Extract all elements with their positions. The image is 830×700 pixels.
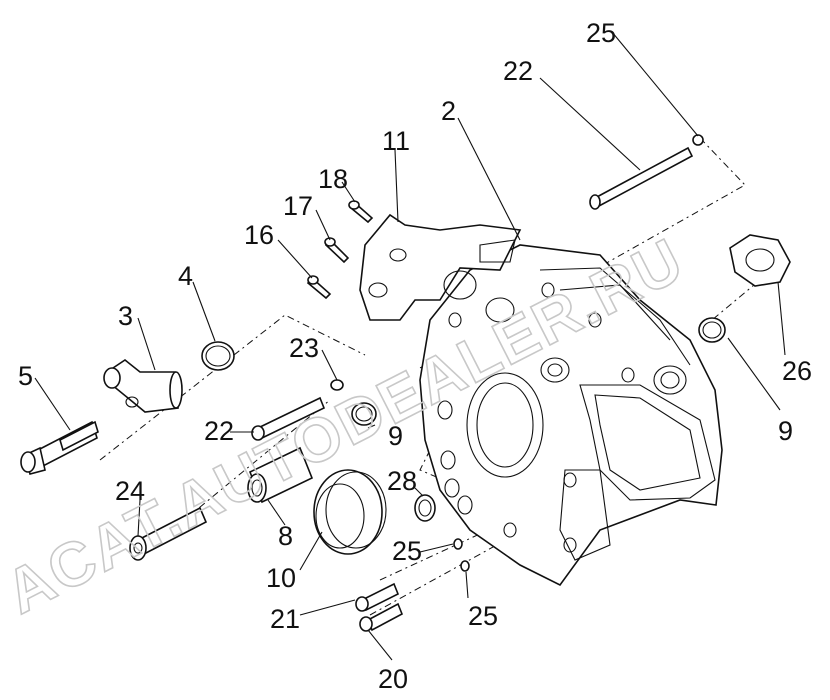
callout-4: 4	[178, 261, 193, 291]
callout-11: 11	[382, 126, 410, 156]
long-bolt-upper	[589, 134, 704, 210]
bolt-20	[359, 602, 404, 632]
filler-cap	[729, 234, 791, 287]
bolt-5	[20, 420, 99, 475]
callout-25: 25	[586, 18, 616, 48]
threaded-plug	[247, 446, 314, 504]
callout-8: 8	[278, 521, 293, 551]
callout-16: 16	[244, 220, 274, 250]
long-bolt-lower	[251, 396, 326, 441]
ring-28	[414, 494, 436, 522]
callout-20: 20	[378, 664, 408, 694]
callout-18: 18	[318, 164, 348, 194]
mounting-bracket	[359, 213, 522, 323]
callout-10: 10	[266, 563, 296, 593]
bolt-21	[355, 582, 400, 612]
o-ring-4	[201, 341, 235, 371]
pipe-elbow	[103, 359, 183, 413]
callout-2: 2	[441, 96, 456, 126]
callout-24: 24	[115, 476, 145, 506]
o-ring-9-left	[351, 402, 377, 426]
callout-9-left: 9	[388, 421, 403, 451]
small-washers	[453, 538, 470, 572]
leader-lines	[34, 31, 786, 661]
callout-5: 5	[18, 361, 33, 391]
callout-26: 26	[782, 356, 812, 386]
callout-22: 22	[503, 56, 533, 86]
callout-25-low: 25	[468, 601, 498, 631]
callout-17: 17	[283, 191, 313, 221]
seal-ring	[313, 469, 387, 555]
callout-22-lower: 22	[204, 416, 234, 446]
callout-23: 23	[289, 333, 319, 363]
bolt-24	[129, 506, 208, 561]
callout-9-right: 9	[778, 416, 793, 446]
callout-21: 21	[270, 604, 300, 634]
washer-23	[330, 379, 344, 391]
timing-cover-housing	[419, 244, 723, 587]
callout-3: 3	[118, 301, 133, 331]
callout-28: 28	[387, 466, 417, 496]
callout-labels: 25 22 2 11 18 17 16 4 3 5 23 22 9 26 9 2…	[18, 18, 812, 694]
callout-25-mid: 25	[392, 536, 422, 566]
o-ring-9-right	[698, 317, 726, 343]
